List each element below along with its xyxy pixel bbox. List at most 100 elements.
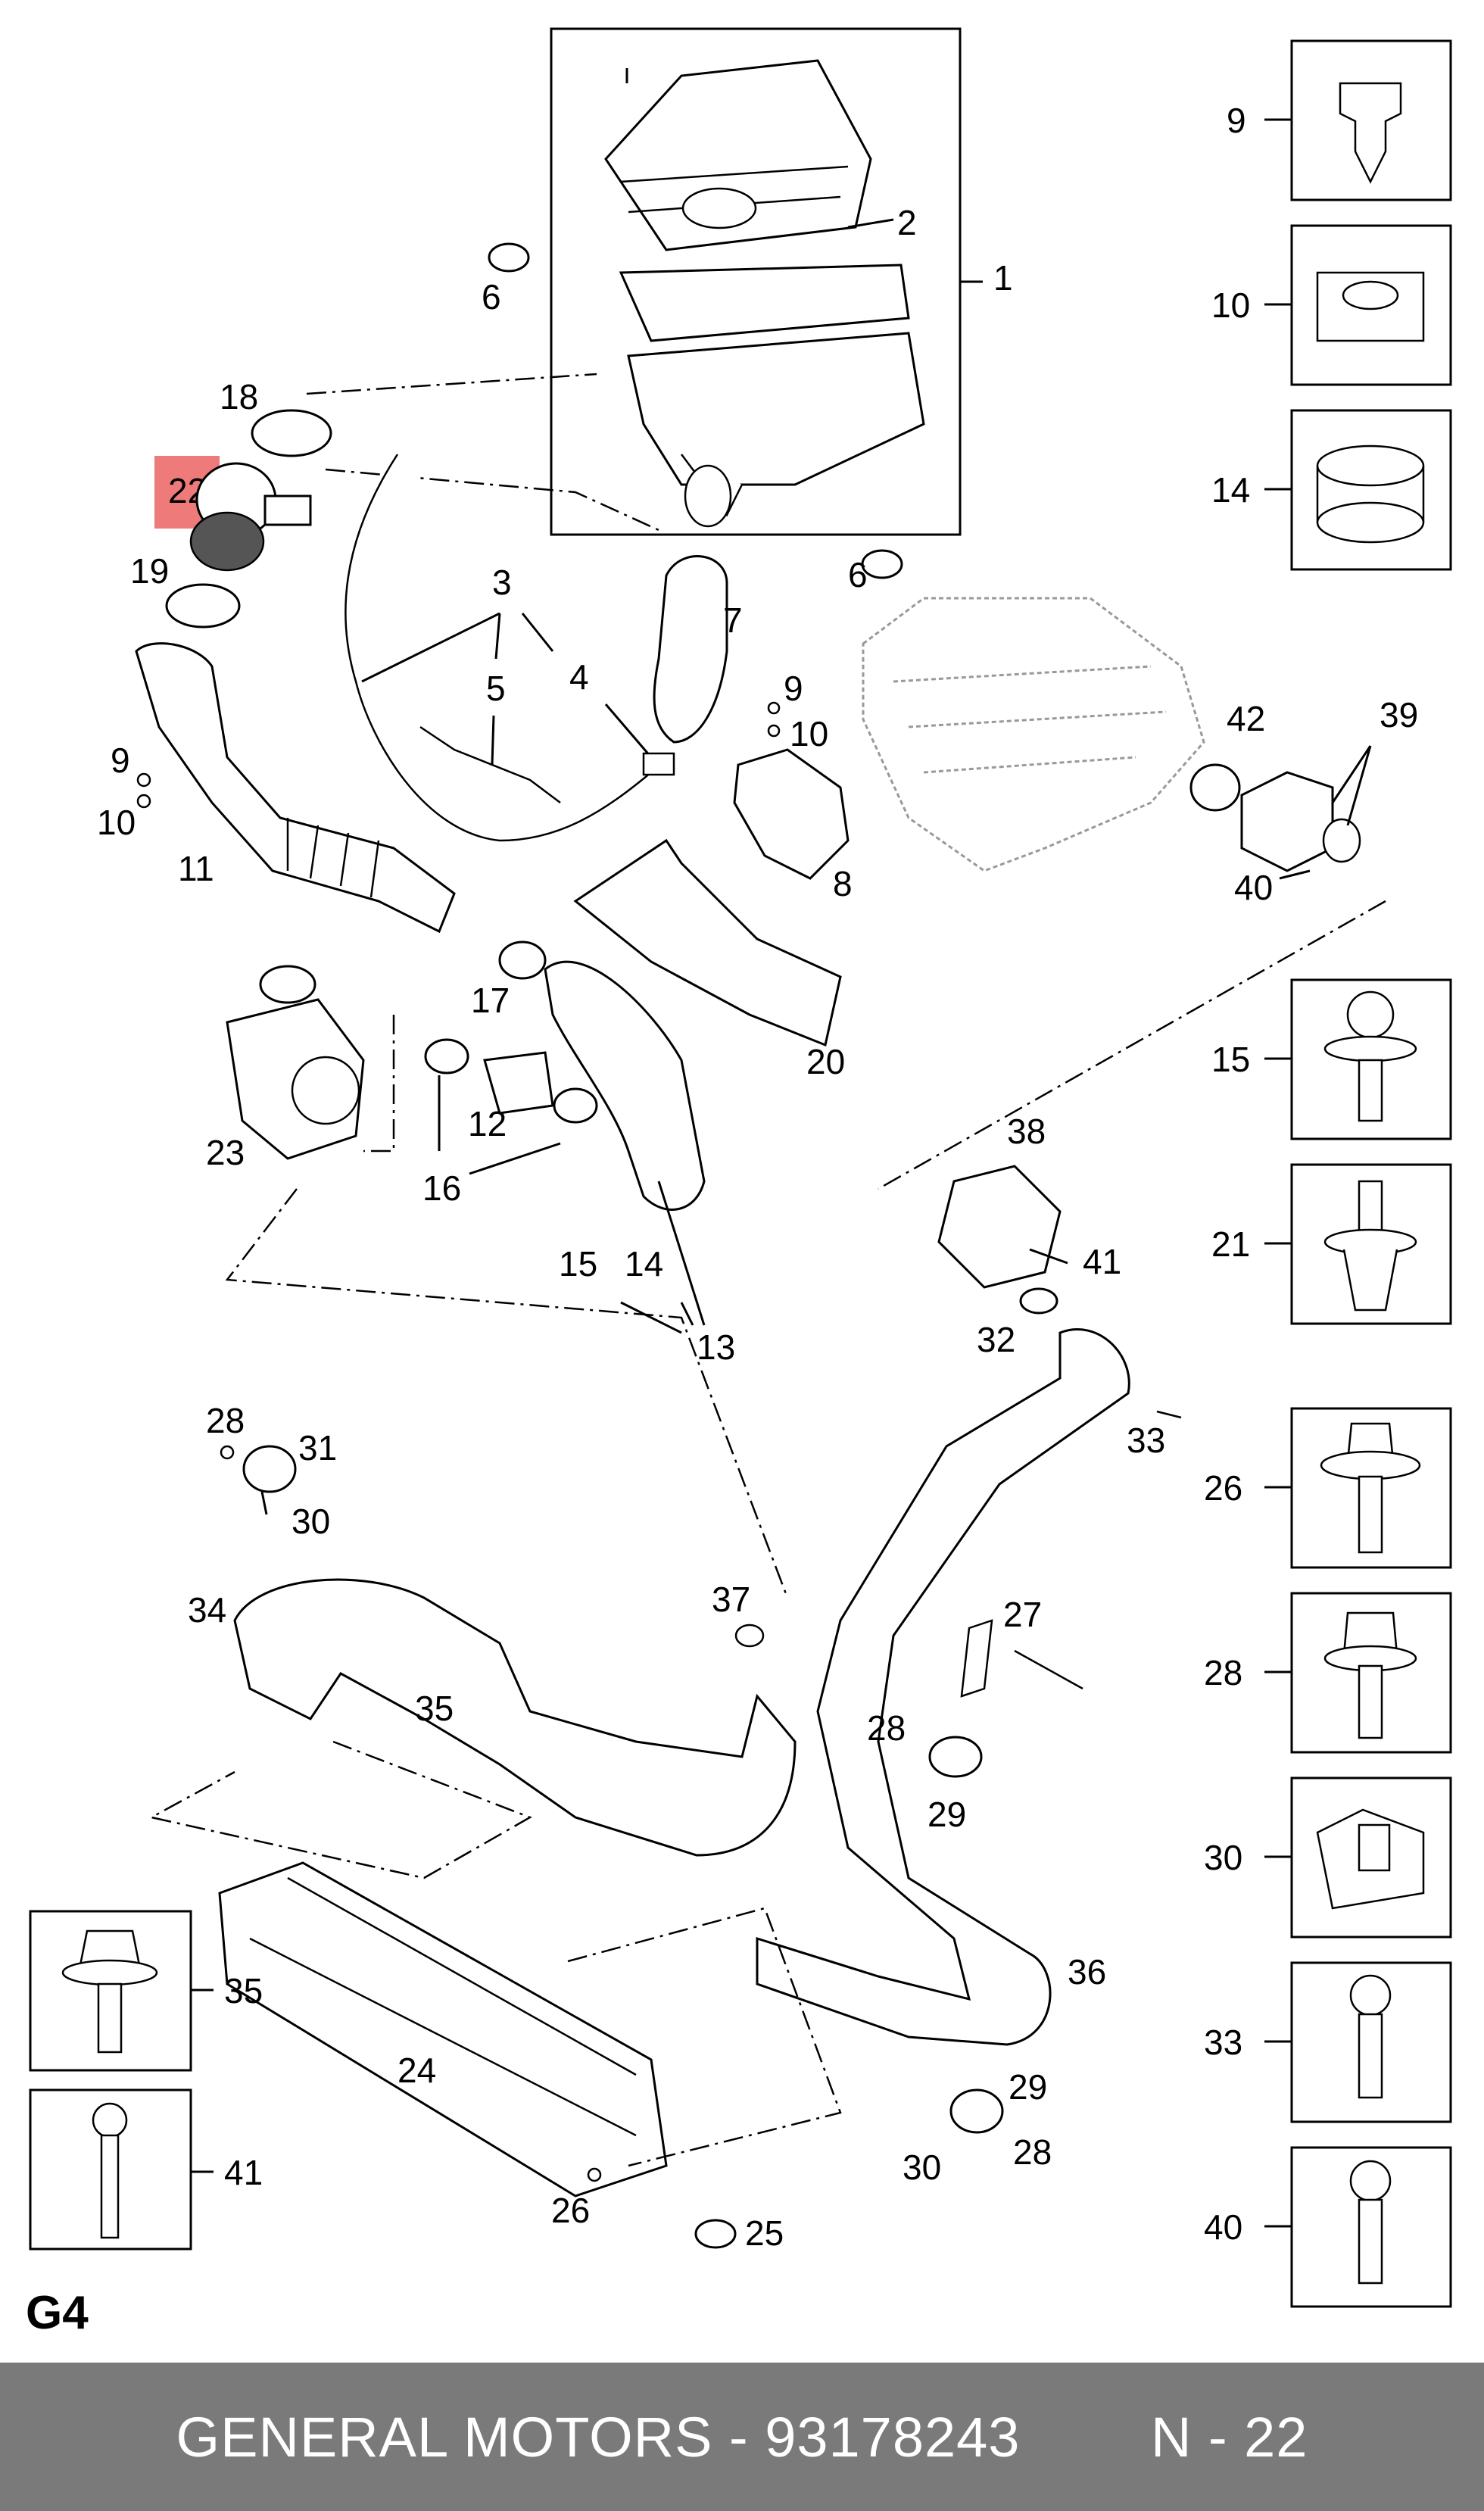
turbocharger[interactable] — [226, 965, 365, 1160]
callout-16: 16 — [422, 1168, 461, 1208]
air-filter-assembly[interactable] — [550, 27, 962, 536]
callout-40: 40 — [1234, 868, 1273, 907]
charge-air-pipe[interactable] — [756, 1328, 1130, 2046]
hose[interactable] — [483, 1051, 554, 1115]
detail-box-35[interactable] — [29, 1910, 192, 2072]
clamp-icon[interactable] — [242, 1445, 297, 1493]
callout-28: 28 — [1013, 2132, 1052, 2172]
clamp-icon[interactable] — [553, 1087, 598, 1124]
box-label-33: 33 — [1204, 2023, 1242, 2062]
callout-38: 38 — [1007, 1112, 1046, 1151]
callout-37: 37 — [712, 1580, 750, 1619]
box-label-41: 41 — [224, 2153, 263, 2192]
detail-box-28[interactable] — [1290, 1592, 1452, 1754]
callout-29: 29 — [928, 1795, 966, 1834]
callout-8: 8 — [833, 864, 853, 903]
callout-14: 14 — [625, 1244, 663, 1284]
intake-manifold — [862, 597, 1205, 872]
grommet-icon[interactable] — [861, 549, 903, 579]
box-label-15: 15 — [1211, 1040, 1250, 1079]
parts-diagram: 2 1 6 18 22 19 11 9 10 3 5 4 7 6 9 10 — [26, 27, 1452, 2339]
callout-33: 33 — [1127, 1421, 1165, 1460]
footer-text: GENERAL MOTORS - 93178243 N - 22 — [0, 2363, 1484, 2511]
callout-30: 30 — [903, 2148, 941, 2187]
callout-3: 3 — [492, 563, 512, 602]
callout-10: 10 — [790, 714, 828, 753]
intake-duct[interactable] — [135, 642, 456, 934]
callout-2: 2 — [897, 203, 917, 242]
detail-box-26[interactable] — [1290, 1407, 1452, 1569]
footer-ref-label: N - 22 — [1150, 2405, 1308, 2469]
box-label-14: 14 — [1211, 470, 1250, 510]
footer-brand: GENERAL MOTORS — [176, 2405, 713, 2469]
footer-part-number: 93178243 — [765, 2405, 1021, 2469]
callout-24: 24 — [398, 2051, 436, 2090]
callout-32: 32 — [977, 1320, 1015, 1359]
callout-7: 7 — [723, 600, 743, 640]
box-label-35: 35 — [224, 1971, 263, 2010]
box-label-30: 30 — [1204, 1838, 1242, 1877]
gasket-icon[interactable] — [1019, 1287, 1058, 1315]
detail-box-14[interactable] — [1290, 409, 1452, 571]
bracket[interactable] — [573, 838, 842, 1047]
intake-hose[interactable] — [653, 555, 728, 744]
detail-box-9[interactable] — [1290, 39, 1452, 201]
callout-5: 5 — [486, 669, 506, 708]
callout-6: 6 — [482, 277, 501, 317]
callout-41: 41 — [1083, 1242, 1121, 1281]
detail-box-15[interactable] — [1290, 978, 1452, 1140]
charge-pipe[interactable] — [544, 960, 706, 1211]
throttle-body[interactable] — [1240, 771, 1334, 872]
callout-27: 27 — [1003, 1595, 1042, 1634]
callout-30: 30 — [292, 1502, 330, 1541]
callout-26: 26 — [551, 2191, 590, 2230]
detail-box-10[interactable] — [1290, 224, 1452, 386]
callout-4: 4 — [569, 657, 589, 697]
callout-28: 28 — [206, 1401, 245, 1440]
callout-20: 20 — [806, 1042, 845, 1081]
callout-39: 39 — [1380, 695, 1418, 735]
clamp-icon[interactable] — [424, 1038, 469, 1075]
callout-9: 9 — [111, 741, 130, 780]
box-label-40: 40 — [1204, 2207, 1242, 2247]
callout-34: 34 — [188, 1590, 226, 1630]
callout-15: 15 — [559, 1244, 597, 1284]
egr-valve[interactable] — [937, 1165, 1062, 1289]
mass-air-flow-sensor[interactable] — [189, 462, 312, 572]
clamp-icon[interactable] — [165, 583, 241, 629]
vacuum-hose[interactable] — [344, 454, 652, 842]
grommet-icon[interactable] — [694, 2219, 737, 2249]
callout-29: 29 — [1009, 2067, 1047, 2107]
group-code: G4 — [26, 2287, 89, 2339]
box-label-9: 9 — [1227, 101, 1246, 140]
resonator[interactable] — [733, 748, 850, 880]
callout-28: 28 — [867, 1708, 906, 1748]
detail-box-41[interactable] — [29, 2088, 192, 2251]
box-label-10: 10 — [1211, 285, 1250, 325]
detail-box-40[interactable] — [1290, 2146, 1452, 2308]
bolt-icon[interactable] — [1156, 1410, 1182, 1419]
box-label-28: 28 — [1204, 1653, 1242, 1692]
callout-19: 19 — [130, 551, 169, 591]
intercooler[interactable] — [218, 1861, 668, 2198]
detail-box-33[interactable] — [1290, 1961, 1452, 2123]
detail-box-30[interactable] — [1290, 1776, 1452, 1939]
detail-box-21[interactable] — [1290, 1163, 1452, 1325]
charge-air-hose[interactable] — [233, 1578, 797, 1857]
callout-6: 6 — [848, 555, 868, 594]
callout-1: 1 — [993, 258, 1013, 298]
callout-11: 11 — [178, 849, 214, 888]
callout-35: 35 — [415, 1689, 454, 1728]
callout-25: 25 — [745, 2213, 784, 2253]
bracket[interactable] — [960, 1619, 993, 1698]
clamp-icon[interactable] — [498, 940, 547, 980]
grommet-icon[interactable] — [488, 242, 530, 273]
gasket-icon[interactable] — [1189, 763, 1241, 812]
bolt-icon[interactable] — [1014, 1649, 1083, 1690]
clamp-icon[interactable] — [251, 409, 332, 457]
clamp-icon[interactable] — [928, 1736, 983, 1778]
clamp-icon[interactable] — [949, 2088, 1004, 2134]
callout-10: 10 — [97, 803, 136, 842]
callout-13: 13 — [697, 1327, 735, 1367]
callout-23: 23 — [206, 1133, 245, 1172]
